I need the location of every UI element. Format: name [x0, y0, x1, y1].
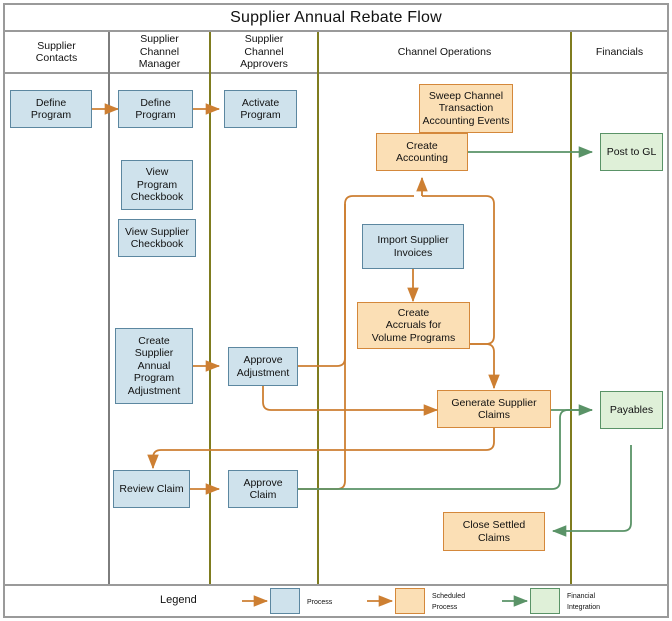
node-label-line2: Program [136, 178, 178, 191]
node-label-line3: Annual [137, 359, 171, 372]
node-label: Payables [609, 403, 654, 416]
node-import-supplier-invoices[interactable]: Import Supplier Invoices [362, 224, 464, 269]
node-approve-adjustment[interactable]: Approve Adjustment [228, 347, 298, 386]
legend-swatch-scheduled-process [395, 588, 425, 614]
node-label-line2: Program [135, 109, 176, 121]
lane-divider-1 [108, 32, 110, 584]
lane-header-line3: Manager [138, 58, 181, 71]
page-title: Supplier Annual Rebate Flow [230, 8, 442, 26]
lane-header-channel-operations: Channel Operations [319, 32, 570, 72]
node-define-program-contacts[interactable]: Define Program [10, 90, 92, 128]
node-label-line2: Claim [249, 489, 277, 501]
node-label-line1: Create [138, 334, 170, 347]
lane-header-line3: Approvers [240, 58, 288, 71]
legend-swatch-process [270, 588, 300, 614]
node-label-line3: Checkbook [130, 191, 184, 204]
legend-label-financial-integration-line1: Financial [567, 593, 596, 600]
node-label-line3: Volume Programs [371, 331, 456, 344]
node-review-claim[interactable]: Review Claim [113, 470, 190, 508]
node-label-line2: Invoices [393, 246, 433, 259]
node-activate-program[interactable]: Activate Program [224, 90, 297, 128]
lane-header-supplier-channel-manager: Supplier Channel Manager [110, 32, 209, 72]
legend-label-financial-integration-line2: Integration [567, 604, 601, 611]
node-label-line2: Accounting [396, 152, 448, 164]
lane-header-line1: Supplier [140, 33, 179, 46]
node-view-program-checkbook[interactable]: View Program Checkbook [121, 160, 193, 210]
node-payables[interactable]: Payables [600, 391, 663, 429]
legend-label-scheduled-process-line1: Scheduled [432, 593, 466, 600]
node-post-to-gl[interactable]: Post to GL [600, 133, 663, 171]
legend-swatch-financial-integration [530, 588, 560, 614]
node-label-line2: Transaction [438, 102, 494, 115]
node-approve-claim[interactable]: Approve Claim [228, 470, 298, 508]
lane-divider-4 [570, 32, 572, 584]
node-label-line1: Close Settled [462, 519, 526, 531]
node-create-supplier-annual-program-adjustment[interactable]: Create Supplier Annual Program Adjustmen… [115, 328, 193, 404]
node-label-line2: Accruals for [385, 319, 442, 332]
node-create-accounting[interactable]: Create Accounting [376, 133, 468, 171]
title-divider [5, 30, 667, 32]
node-label-line1: Import Supplier [377, 234, 449, 246]
lane-header-financials: Financials [572, 32, 667, 72]
legend-title: Legend [160, 594, 197, 606]
node-label-line2: Supplier [134, 347, 174, 360]
node-label-line1: Define [35, 96, 67, 109]
legend-divider [5, 584, 667, 586]
node-label-line2: Program [30, 109, 72, 121]
node-label-line1: Create [397, 306, 430, 319]
node-label-line2: Checkbook [130, 238, 184, 250]
lane-header-line2: Channel [244, 45, 284, 58]
lane-header-line2: Contacts [35, 52, 78, 64]
node-label-line1: Activate [241, 96, 280, 109]
node-label-line1: Sweep Channel [428, 89, 504, 102]
lane-divider-2 [209, 32, 211, 584]
node-label-line5: Adjustment [127, 384, 181, 397]
node-create-accruals-for-volume-programs[interactable]: Create Accruals for Volume Programs [357, 302, 470, 349]
node-label-line1: Define [140, 96, 171, 109]
node-generate-supplier-claims[interactable]: Generate Supplier Claims [437, 390, 551, 428]
node-label-line1: View [145, 166, 169, 179]
lane-header-supplier-contacts: Supplier Contacts [5, 32, 108, 72]
node-label-line2: Claims [477, 409, 511, 421]
node-label-line1: Approve [243, 476, 283, 489]
legend-label-scheduled-process-line2: Process [432, 604, 458, 611]
lane-header-divider [5, 72, 667, 74]
node-label-line1: View Supplier [124, 225, 189, 238]
legend-label-process: Process [307, 599, 333, 606]
node-label-line1: Approve [243, 354, 283, 366]
node-view-supplier-checkbook[interactable]: View Supplier Checkbook [118, 219, 196, 257]
node-label-line2: Adjustment [236, 366, 290, 379]
node-label-line1: Create [406, 139, 438, 152]
lane-header-supplier-channel-approvers: Supplier Channel Approvers [211, 32, 317, 72]
node-close-settled-claims[interactable]: Close Settled Claims [443, 512, 545, 551]
node-label-line2: Claims [477, 531, 511, 544]
lane-header-line1: Supplier [37, 39, 76, 52]
lane-header-line1: Channel Operations [397, 45, 492, 58]
lane-header-line1: Supplier [244, 33, 284, 46]
node-sweep-channel-transaction-accounting-events[interactable]: Sweep Channel Transaction Accounting Eve… [419, 84, 513, 133]
lane-header-line2: Channel [139, 45, 180, 58]
node-label-line3: Accounting Events [422, 114, 510, 127]
node-label-line2: Program [240, 109, 281, 121]
lane-divider-3 [317, 32, 319, 584]
diagram-frame [3, 3, 669, 618]
lane-header-line1: Financials [595, 45, 644, 58]
diagram-title-bar: Supplier Annual Rebate Flow [5, 5, 667, 30]
node-label-line4: Program [133, 372, 175, 385]
node-define-program-manager[interactable]: Define Program [118, 90, 193, 128]
node-label: Post to GL [606, 145, 657, 158]
node-label-line1: Generate Supplier [451, 396, 537, 409]
node-label: Review Claim [119, 482, 184, 495]
